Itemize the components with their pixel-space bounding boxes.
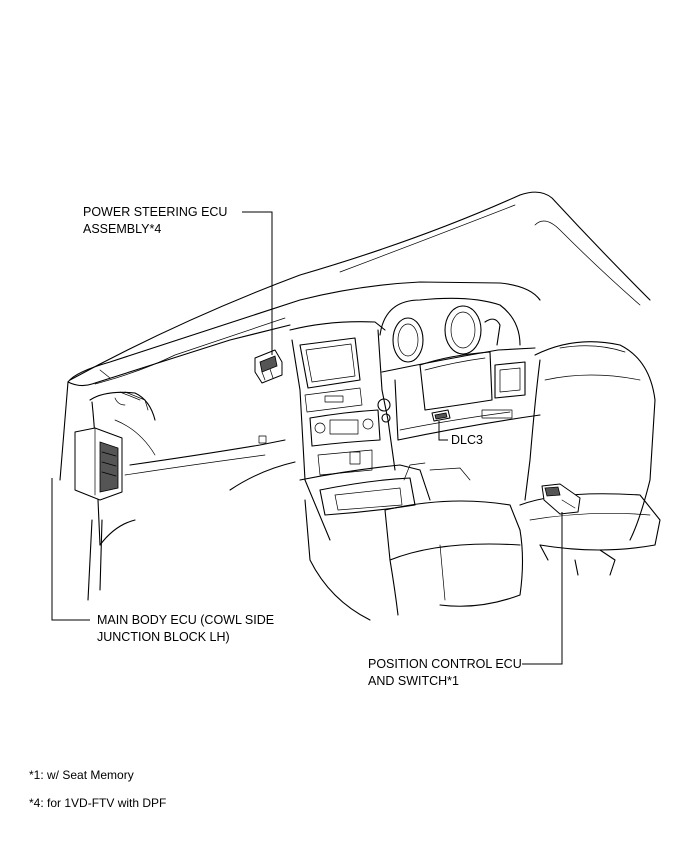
instrument-cluster [379,297,541,441]
position-control-ecu-label: POSITION CONTROL ECU AND SWITCH*1 [368,657,522,688]
footnote-1vd-ftv: *4: for 1VD-FTV with DPF [29,796,167,810]
footnote-seat-memory: *1: w/ Seat Memory [29,768,134,782]
main-body-ecu-label: MAIN BODY ECU (COWL SIDE JUNCTION BLOCK … [97,613,275,644]
power-steering-ecu-label: POWER STEERING ECU ASSEMBLY*4 [83,205,228,236]
dlc3-label: DLC3 [451,433,483,447]
driver-seat [519,341,661,576]
windshield-outline [69,191,651,381]
center-console [299,462,524,621]
center-stack [289,321,396,541]
dlc3-component [431,409,451,422]
leader-lines [51,211,563,665]
power-steering-ecu-component [254,349,283,384]
dashboard [67,281,541,546]
a-pillar [59,381,103,601]
main-body-ecu-component [74,427,123,501]
position-control-ecu-component [541,483,581,515]
